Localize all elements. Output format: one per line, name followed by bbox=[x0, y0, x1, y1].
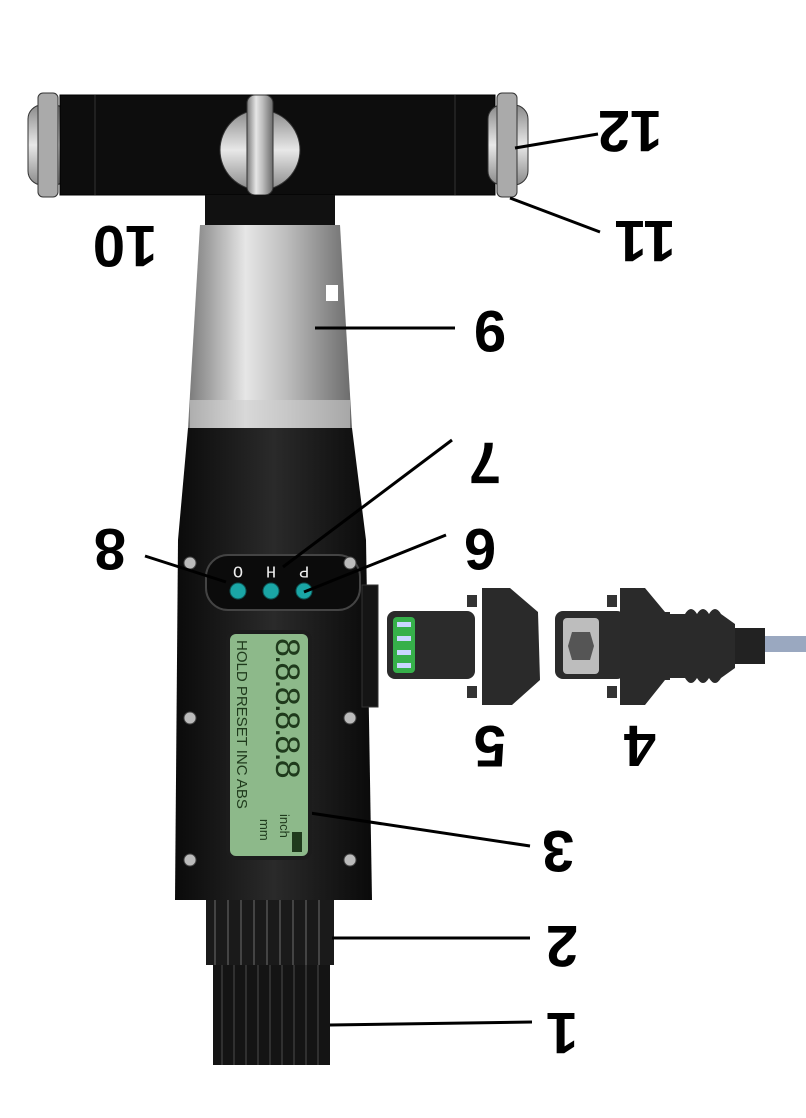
battery-icon bbox=[292, 832, 302, 852]
callout-5: 5 bbox=[473, 713, 507, 778]
lcd-unit-mm: mm bbox=[257, 819, 272, 841]
screws bbox=[183, 556, 357, 867]
button-p-label: P bbox=[298, 560, 310, 580]
lcd-unit-inch: inch bbox=[277, 814, 292, 838]
callout-10: 10 bbox=[92, 213, 158, 278]
clamp-knob[interactable] bbox=[206, 900, 334, 965]
button-o[interactable] bbox=[229, 582, 247, 600]
callout-8: 8 bbox=[93, 516, 127, 581]
cable-connector-4 bbox=[555, 588, 806, 705]
lcd-mode-indicators: HOLD PRESET INC ABS bbox=[233, 640, 250, 809]
callout-6: 6 bbox=[463, 516, 497, 581]
button-o-label: O bbox=[232, 560, 244, 580]
callout-11: 11 bbox=[614, 208, 676, 273]
callout-12: 12 bbox=[597, 98, 663, 163]
lcd-display: HOLD PRESET INC ABS 8.8.8.8.8.8 mm inch bbox=[226, 630, 312, 860]
button-h[interactable] bbox=[262, 582, 280, 600]
button-h-label: H bbox=[265, 560, 277, 580]
callout-2: 2 bbox=[545, 913, 579, 978]
neck bbox=[205, 195, 335, 225]
callout-7: 7 bbox=[468, 430, 502, 495]
callout-3: 3 bbox=[541, 818, 575, 883]
ratchet-thimble[interactable] bbox=[213, 965, 330, 1065]
sleeve bbox=[188, 225, 352, 428]
measuring-head bbox=[27, 92, 529, 198]
data-connector-5 bbox=[387, 588, 540, 705]
leader-lines bbox=[144, 132, 601, 1027]
lcd-digits: 8.8.8.8.8.8 bbox=[268, 638, 306, 777]
callout-9: 9 bbox=[473, 298, 507, 363]
callout-4: 4 bbox=[623, 713, 657, 778]
data-port bbox=[361, 584, 379, 708]
callout-1: 1 bbox=[545, 1000, 579, 1065]
button-panel bbox=[205, 554, 361, 611]
